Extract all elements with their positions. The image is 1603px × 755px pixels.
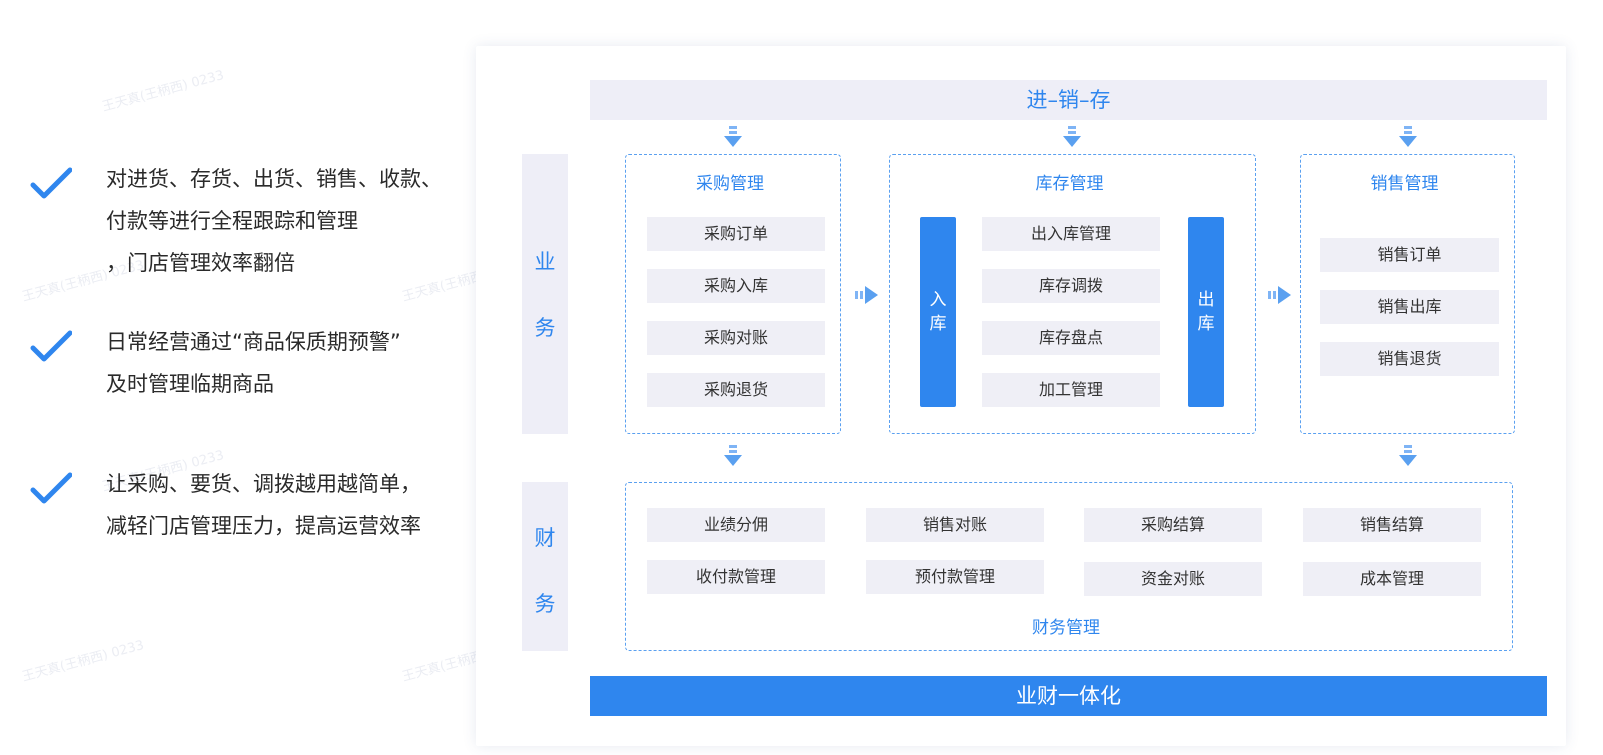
outbound-char-1: 出 (1197, 290, 1215, 310)
finance-item: 销售对账 (866, 508, 1044, 542)
purchase-item: 采购退货 (647, 373, 825, 407)
side-business-char-1: 业 (534, 250, 556, 274)
inbound-bar: 入 库 (920, 217, 956, 407)
top-bar-jin-xiao-cun: 进–销–存 (590, 80, 1547, 120)
finance-item: 预付款管理 (866, 560, 1044, 594)
inventory-item: 库存调拨 (982, 269, 1160, 303)
inventory-item: 库存盘点 (982, 321, 1160, 355)
outbound-char-2: 库 (1197, 314, 1215, 334)
feature-1-line-1: 对进货、存货、出货、销售、收款、 (106, 167, 442, 191)
inventory-item: 加工管理 (982, 373, 1160, 407)
arrow-down-icon (724, 445, 742, 466)
finance-item: 采购结算 (1084, 508, 1262, 542)
inventory-management-box: 库存管理 (889, 154, 1256, 434)
finance-item: 业绩分佣 (647, 508, 825, 542)
side-business-char-2: 务 (534, 316, 556, 340)
arrow-down-icon (1063, 126, 1081, 147)
sales-management-box: 销售管理 (1300, 154, 1515, 434)
feature-1-line-3: ，门店管理效率翻倍 (106, 251, 295, 275)
sales-item: 销售出库 (1320, 290, 1499, 324)
sales-item: 销售订单 (1320, 238, 1499, 272)
sales-item: 销售退货 (1320, 342, 1499, 376)
feature-2-line-2: 及时管理临期商品 (106, 372, 274, 396)
watermark-text: 王天真(王柄西) 0233 (20, 637, 146, 685)
finance-title: 财务管理 (1032, 618, 1100, 638)
arrow-down-icon (1399, 126, 1417, 147)
inbound-char-1: 入 (929, 290, 947, 310)
finance-item: 资金对账 (1084, 562, 1262, 596)
watermark-text: 王天真(王柄西) 0233 (100, 67, 226, 115)
inventory-item: 出入库管理 (982, 217, 1160, 251)
arrow-right-icon (855, 286, 878, 304)
feature-3-line-1: 让采购、要货、调拨越用越简单， (106, 472, 421, 496)
inventory-title: 库存管理 (1035, 174, 1104, 194)
side-label-finance: 财 务 (522, 482, 568, 651)
check-icon (30, 167, 72, 199)
purchase-item: 采购订单 (647, 217, 825, 251)
feature-3-line-2: 减轻门店管理压力，提高运营效率 (106, 514, 421, 538)
finance-item: 收付款管理 (647, 560, 825, 594)
side-finance-char-2: 务 (534, 592, 556, 616)
outbound-bar: 出 库 (1188, 217, 1224, 407)
feature-2-line-1: 日常经营通过“商品保质期预警” (106, 330, 401, 354)
purchase-title: 采购管理 (696, 174, 764, 194)
sales-title: 销售管理 (1370, 174, 1439, 194)
feature-1-line-2: 付款等进行全程跟踪和管理 (106, 209, 358, 233)
finance-item: 销售结算 (1303, 508, 1481, 542)
check-icon (30, 330, 72, 362)
finance-item: 成本管理 (1303, 562, 1481, 596)
arrow-right-icon (1268, 286, 1291, 304)
side-finance-char-1: 财 (534, 526, 556, 550)
arrow-down-icon (1399, 445, 1417, 466)
check-icon (30, 472, 72, 504)
bottom-bar-integration: 业财一体化 (590, 676, 1547, 716)
side-label-business: 业 务 (522, 154, 568, 434)
purchase-management-box: 采购管理 (625, 154, 841, 434)
inbound-char-2: 库 (929, 314, 947, 334)
purchase-item: 采购对账 (647, 321, 825, 355)
finance-management-box: 财务管理 (625, 482, 1513, 651)
arrow-down-icon (724, 126, 742, 147)
purchase-item: 采购入库 (647, 269, 825, 303)
